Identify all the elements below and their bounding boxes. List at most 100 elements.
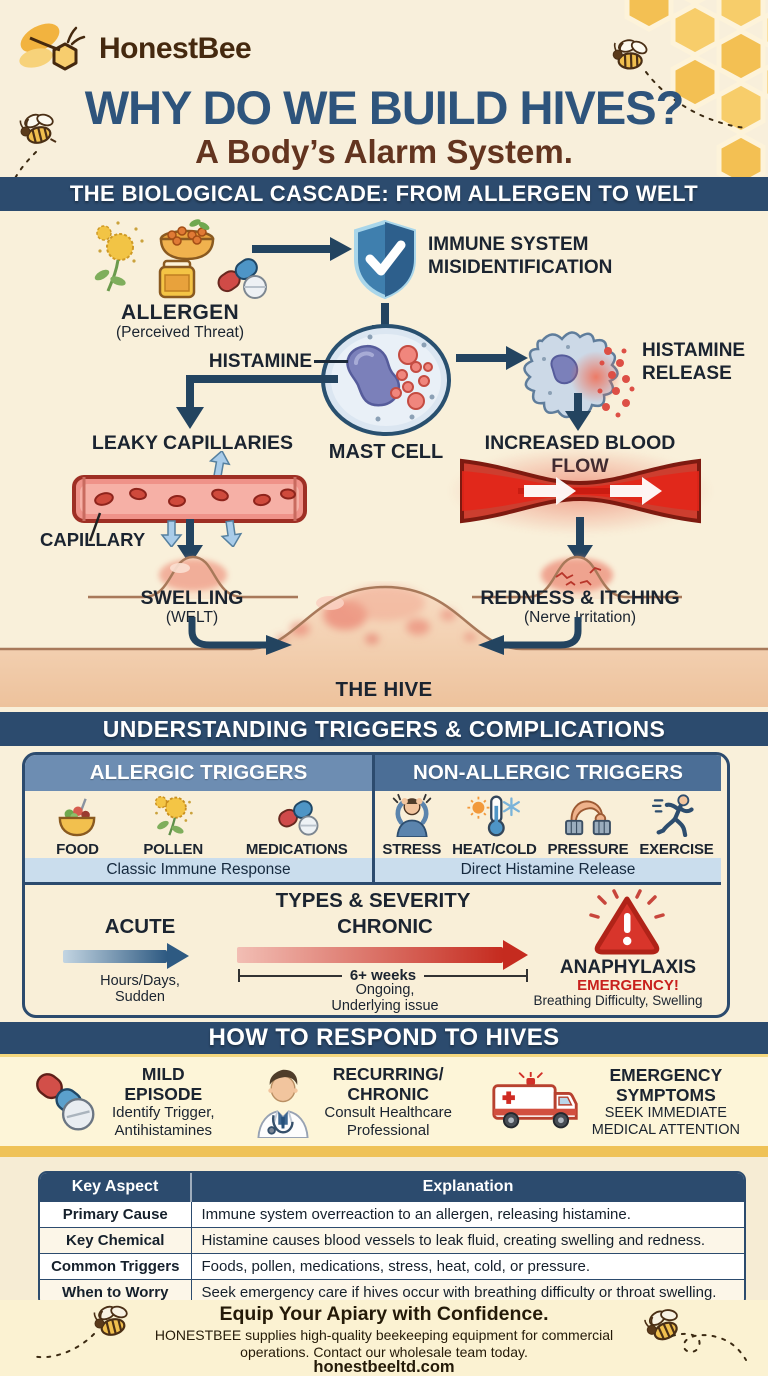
stress-person-icon — [392, 793, 432, 837]
table-row: Common Triggers Foods, pollen, medicatio… — [40, 1253, 744, 1280]
non-allergic-triggers-header: NON-ALLERGIC TRIGGERS — [375, 755, 721, 791]
anaphylaxis-label: ANAPHYLAXIS — [559, 957, 697, 978]
acute-sublabel: Hours/Days, Sudden — [100, 973, 180, 1005]
section-banner-cascade: THE BIOLOGICAL CASCADE: FROM ALLERGEN TO… — [0, 177, 768, 211]
arrow-down — [567, 517, 593, 565]
severity-title: TYPES & SEVERITY — [275, 889, 471, 912]
trigger-item-medications: MEDICATIONS — [246, 795, 348, 858]
table-section: Key Aspect Explanation Primary Cause Imm… — [0, 1157, 768, 1307]
trigger-label: POLLEN — [143, 841, 203, 858]
trigger-item-pollen: POLLEN — [143, 793, 203, 858]
bee-trail — [5, 151, 37, 205]
respond-item-mild: MILD EPISODE Identify Trigger, Antihista… — [28, 1064, 215, 1139]
leaky-capillaries-label: LEAKY CAPILLARIES — [91, 432, 294, 454]
chronic-sublabel: Ongoing, Underlying issue — [331, 982, 439, 1014]
shield-check-icon — [354, 219, 416, 300]
non-allergic-items: STRESS HEAT/COLD — [377, 791, 719, 863]
anaphylaxis-sublabel: Breathing Difficulty, Swelling — [533, 993, 703, 1008]
curved-arrow-left — [478, 617, 582, 655]
trigger-item-stress: STRESS — [382, 793, 441, 858]
gold-divider — [0, 1146, 768, 1157]
trigger-label: HEAT/COLD — [452, 841, 537, 858]
capillary-label: CAPILLARY — [40, 529, 146, 550]
allergen-icons — [94, 219, 267, 299]
redness-itching-icon — [472, 555, 682, 599]
triggers-box: ALLERGIC TRIGGERS NON-ALLERGIC TRIGGERS … — [22, 752, 730, 1018]
allergen-label: ALLERGEN — [121, 301, 239, 324]
warning-triangle-icon — [589, 889, 665, 955]
explanation-cell: Histamine causes blood vessels to leak f… — [191, 1227, 744, 1254]
chronic-label: CHRONIC — [337, 915, 433, 938]
aspect-cell: Common Triggers — [40, 1253, 192, 1280]
ambulance-icon — [492, 1071, 578, 1128]
aspect-cell: Key Chemical — [40, 1227, 192, 1254]
trigger-label: PRESSURE — [547, 841, 629, 858]
trigger-item-exercise: EXERCISE — [639, 793, 714, 858]
swelling-label: SWELLING — [140, 587, 244, 609]
non-allergic-footer-strip: Direct Histamine Release — [375, 858, 721, 882]
aspect-cell: Primary Cause — [40, 1201, 192, 1228]
bee-trail — [671, 1332, 747, 1361]
table-row: Primary Cause Immune system overreaction… — [40, 1201, 744, 1228]
section-banner-respond: HOW TO RESPOND TO HIVES — [0, 1022, 768, 1054]
arrow-down — [565, 393, 591, 431]
bee-logo-icon — [19, 23, 86, 71]
explanation-cell: Immune system overreaction to an allerge… — [191, 1201, 744, 1228]
swelling-welt-icon — [88, 555, 298, 599]
arrow-down — [177, 519, 203, 565]
bee-icon — [19, 113, 57, 144]
respond-title: EMERGENCY SYMPTOMS — [609, 1064, 723, 1105]
mast-cell-label: MAST CELL — [328, 441, 444, 463]
trigger-item-heat-cold: HEAT/COLD — [452, 793, 537, 858]
row-divider — [25, 882, 721, 885]
bee-trail — [31, 1333, 95, 1359]
trigger-label: STRESS — [382, 841, 442, 858]
trigger-item-pressure: PRESSURE — [548, 795, 629, 858]
respond-desc: Consult Healthcare Professional — [324, 1104, 452, 1139]
thermometer-icon — [467, 795, 521, 837]
trigger-label: EXERCISE — [639, 841, 714, 858]
respond-desc: SEEK IMMEDIATE MEDICAL ATTENTION — [591, 1104, 740, 1138]
page-subtitle: A Body’s Alarm System. — [195, 133, 573, 170]
runner-icon — [652, 794, 695, 837]
footer-website[interactable]: honestbeeltd.com — [313, 1358, 455, 1376]
arrow-right — [252, 237, 352, 261]
mast-cell-icon — [321, 324, 451, 436]
redness-itching-label: REDNESS & ITCHING — [480, 587, 680, 609]
histamine-release-label: HISTAMINE RELEASE — [642, 340, 746, 384]
pollen-flower-icon — [155, 795, 193, 836]
table-header-row: Key Aspect Explanation — [40, 1173, 744, 1202]
duration-bracket: 6+ weeks — [238, 967, 528, 984]
triggers-section: ALLERGIC TRIGGERS NON-ALLERGIC TRIGGERS … — [0, 746, 768, 1022]
histamine-label: HISTAMINE — [208, 351, 312, 372]
respond-title: RECURRING/ CHRONIC — [332, 1064, 444, 1104]
footer-title: Equip Your Apiary with Confidence. — [219, 1303, 549, 1325]
duration-label: 6+ weeks — [349, 967, 417, 984]
section-banner-triggers: UNDERSTANDING TRIGGERS & COMPLICATIONS — [0, 712, 768, 746]
the-hive-label: THE HIVE — [335, 678, 433, 701]
elbow-arrow-down-left — [176, 375, 338, 429]
respond-item-recurring: RECURRING/ CHRONIC Consult Healthcare Pr… — [252, 1064, 452, 1139]
histamine-pointer-line — [314, 360, 348, 363]
allergic-triggers-header: ALLERGIC TRIGGERS — [25, 755, 372, 791]
respond-item-emergency: EMERGENCY SYMPTOMS SEEK IMMEDIATE MEDICA… — [490, 1065, 740, 1139]
severity-section: TYPES & SEVERITY ACUTE Hours/Days, Sudde… — [25, 885, 721, 1013]
trigger-label: MEDICATIONS — [245, 841, 348, 858]
col-header-explanation: Explanation — [191, 1173, 744, 1202]
brand-logo: HonestBee — [16, 20, 252, 78]
trigger-item-food: FOOD — [54, 795, 100, 858]
respond-desc: Identify Trigger, Antihistamines — [112, 1104, 215, 1139]
allergen-sublabel: (Perceived Threat) — [115, 324, 245, 341]
curved-arrow-right — [188, 617, 292, 655]
allergic-footer-strip: Classic Immune Response — [25, 858, 372, 882]
pressure-arm-icon — [565, 800, 611, 836]
blood-vessel-icon — [460, 458, 701, 524]
bee-icon — [93, 1305, 128, 1336]
medication-capsule-icon — [277, 800, 319, 836]
honeycomb-top-right — [624, 0, 768, 188]
bee-icon — [612, 39, 648, 70]
hive-skin-illustration — [0, 585, 768, 707]
footer-body: HONESTBEE supplies high-quality beekeepi… — [154, 1327, 614, 1360]
bee-trail — [645, 71, 747, 129]
